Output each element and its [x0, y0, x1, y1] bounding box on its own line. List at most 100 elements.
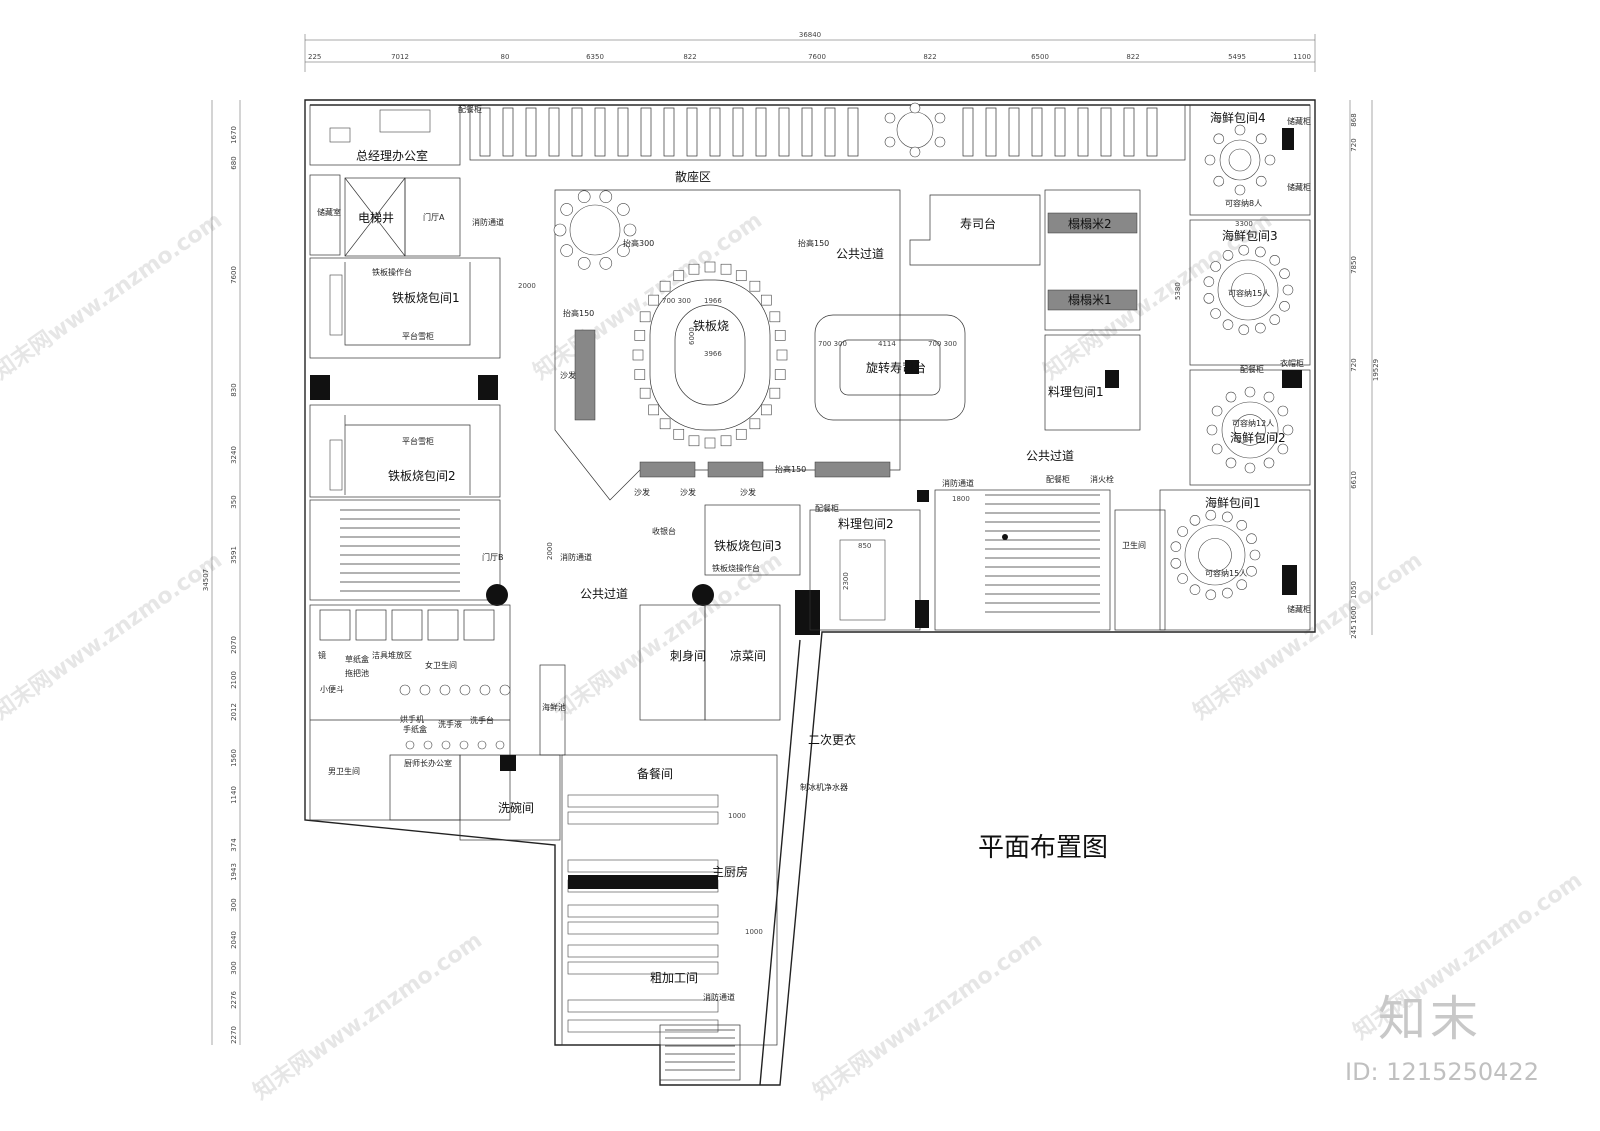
window-panel [824, 107, 836, 157]
wash-basin [399, 684, 411, 696]
annotations: 抬高300 抬高150 抬高150 抬高150 铁板操作台 铁板烧操作台 平台雪… [317, 104, 1311, 792]
seat [1205, 509, 1217, 521]
kitchen-counter [567, 961, 719, 975]
seat [1225, 457, 1237, 469]
room-seafood-1: 海鲜包间1 [1205, 495, 1261, 510]
seat [659, 418, 671, 430]
seat [639, 387, 651, 399]
room-cuisine-1: 料理包间1 [1048, 385, 1104, 399]
seat [1277, 443, 1289, 455]
dim-left-3: 830 [230, 383, 238, 396]
note-soap: 洗手液 [438, 719, 462, 729]
dim-left-15: 2040 [230, 931, 238, 949]
seat [1222, 511, 1233, 523]
seat [1255, 246, 1266, 258]
kitchen-counter [567, 794, 719, 808]
note-raised-150-a: 抬高150 [798, 238, 829, 248]
note-serving-1: 配餐柜 [458, 104, 482, 114]
room-male-wc: 男卫生间 [328, 766, 360, 776]
seat [1210, 261, 1221, 272]
seat [1203, 293, 1215, 304]
seat [623, 223, 637, 237]
seat [769, 387, 781, 399]
window-panel [1123, 107, 1135, 157]
seat [639, 311, 651, 323]
window-panel [502, 107, 514, 157]
watermark-text: 知末网www.znzmo.com [809, 927, 1047, 1105]
dim-1000-b: 1000 [745, 928, 763, 936]
top-dimension-chain: 36840 225 7012 80 6350 822 7600 822 6500… [304, 31, 1316, 72]
seat [1238, 244, 1250, 256]
room-tatami-1: 榻榻米1 [1068, 293, 1112, 307]
wash-basin [459, 684, 471, 696]
room-cold-dish: 凉菜间 [730, 648, 766, 663]
seat [1263, 391, 1275, 403]
sofa [639, 461, 696, 478]
right-dimension-chain: 19529 868 720 7850 720 6610 1050 1600 24… [1349, 100, 1380, 639]
dim-top-2: 80 [501, 53, 510, 61]
window-panel [778, 107, 790, 157]
seat [704, 437, 716, 449]
dim-overall-height: 34507 [202, 569, 210, 591]
seat [1238, 324, 1250, 336]
dim-left-2: 7600 [230, 266, 238, 284]
note-cap-12: 可容纳12人 [1232, 418, 1274, 428]
note-teppan-console-1: 铁板操作台 [372, 267, 412, 277]
room-seafood-2: 海鲜包间2 [1230, 430, 1286, 445]
seat [577, 256, 591, 270]
seat [1255, 133, 1267, 145]
dim-right-7: 245 [1350, 625, 1358, 638]
seat [688, 435, 700, 447]
seat [720, 435, 732, 447]
room-teppanyaki: 铁板烧 [693, 319, 729, 333]
seat [1277, 405, 1289, 417]
note-serving-4: 配餐柜 [1240, 364, 1264, 374]
seat [1189, 584, 1201, 595]
dim-right-0: 868 [1350, 113, 1358, 126]
dim-5380: 5380 [1174, 282, 1182, 300]
seat [1234, 124, 1246, 136]
room-rotary-sushi: 旋转寿司台 [866, 360, 926, 375]
dim-left-1: 680 [230, 156, 238, 169]
dim-top-10: 1100 [1293, 53, 1311, 61]
window-panel [1077, 107, 1089, 157]
note-cap-15a: 可容纳15人 [1228, 288, 1270, 298]
seat [704, 261, 716, 273]
note-sofa-2: 沙发 [634, 487, 650, 497]
watermark-text: 知末网www.znzmo.com [0, 207, 227, 385]
note-store-room: 储藏室 [317, 207, 341, 217]
room-elevator: 电梯井 [358, 211, 394, 225]
seat [1264, 154, 1276, 166]
room-main-kitchen: 主厨房 [712, 864, 748, 879]
room-fire-passage-3: 消防通道 [942, 478, 974, 488]
dim-right-total: 19529 [1372, 359, 1380, 381]
dim-left-10: 1560 [230, 749, 238, 767]
seat [1255, 322, 1266, 334]
window-panel [985, 107, 997, 157]
dim-top-7: 6500 [1031, 53, 1049, 61]
dim-left-6: 3591 [230, 546, 238, 564]
seat [1170, 541, 1182, 552]
corner-watermark: 知末 ID: 1215250422 [1345, 991, 1539, 1086]
note-teppan-console-3: 铁板烧操作台 [712, 563, 760, 573]
dim-left-17: 2276 [230, 991, 238, 1009]
lazy-susan [1228, 148, 1252, 172]
dim-top-5: 7600 [808, 53, 826, 61]
window-panel [548, 107, 560, 157]
window-panel [801, 107, 813, 157]
dim-4114: 4114 [878, 340, 896, 348]
seat [1244, 462, 1256, 474]
wash-basin [499, 684, 511, 696]
dim-left-18: 2270 [230, 1026, 238, 1044]
seat [553, 223, 567, 237]
watermark-text: 知末网www.znzmo.com [249, 927, 487, 1105]
dim-left-13: 1943 [230, 863, 238, 881]
seat [1269, 254, 1281, 266]
seat [1211, 405, 1223, 417]
dim-700-300-a: 700 300 [662, 297, 691, 305]
dim-left-0: 1670 [230, 126, 238, 144]
dim-right-6: 1600 [1350, 606, 1358, 624]
window-panel [1031, 107, 1043, 157]
dim-right-3: 720 [1350, 358, 1358, 371]
